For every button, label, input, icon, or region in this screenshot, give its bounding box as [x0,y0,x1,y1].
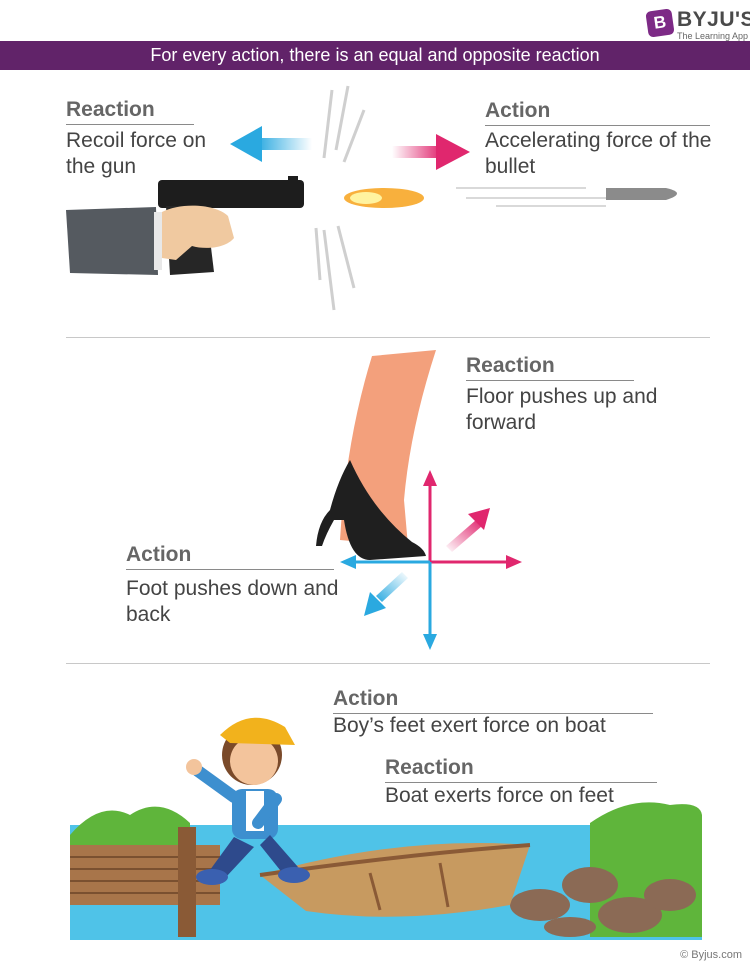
boat-action-heading: Action [333,687,399,710]
shoe-reaction-text: Floor pushes up and forward [466,385,658,434]
gun-illustration [66,85,677,311]
reaction-arrow-icon [230,126,312,162]
gun-action-text: Accelerating force of the bullet [485,129,712,178]
shoe-action-heading: Action [126,543,192,566]
boy-on-boat-illustration [70,717,702,940]
boat-reaction-text: Boat exerts force on feet [385,784,614,807]
brand-tagline: The Learning App [677,31,749,41]
boat-reaction-heading: Reaction [385,756,474,779]
gun-action-heading: Action [485,99,551,122]
gun-reaction-text: Recoil force on the gun [66,129,207,178]
shoe-illustration [316,350,522,650]
shoe-action-rule [126,569,334,570]
copyright-credit: © Byjus.com [680,949,742,961]
section-divider-2 [66,663,710,664]
shoe-reaction-heading: Reaction [466,354,555,377]
boat-reaction-rule [385,782,657,783]
gun-reaction-heading: Reaction [66,98,155,121]
gun-action-rule [485,125,710,126]
action-arrow-icon [392,134,470,170]
boat-action-text: Boy’s feet exert force on boat [333,714,606,737]
section-divider [66,337,710,338]
brand-name: BYJU'S [677,8,750,31]
brand-logo: B BYJU'S The Learning App [645,6,750,42]
boat-action-rule [333,713,653,714]
gun-reaction-rule [66,124,194,125]
header-banner: For every action, there is an equal and … [0,41,750,70]
shoe-reaction-rule [466,380,634,381]
brand-mark-icon: B [645,8,675,38]
shoe-action-text: Foot pushes down and back [126,577,339,626]
